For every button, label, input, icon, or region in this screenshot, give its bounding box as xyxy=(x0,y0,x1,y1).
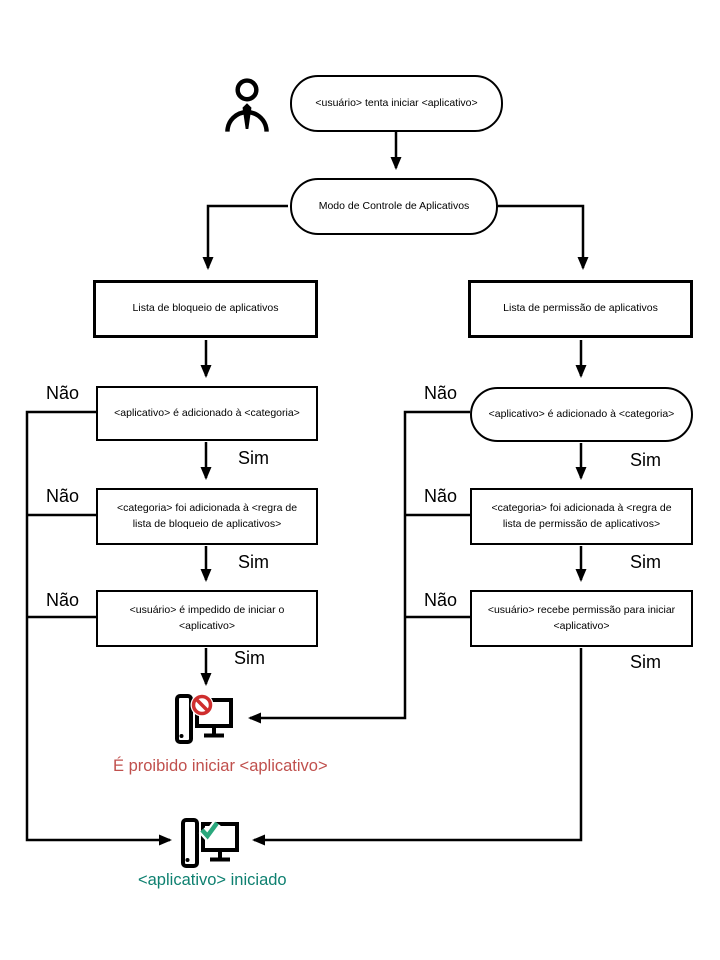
node-deny-app-in-category-label: <aplicativo> é adicionado à <categoria> xyxy=(114,406,300,419)
node-allow-app-in-category-label: <aplicativo> é adicionado à <categoria> xyxy=(488,407,675,420)
node-deny-category-in-rule-label: <categoria> foi adicionada à <regra de l… xyxy=(116,501,298,530)
node-deny-app-in-category: <aplicativo> é adicionado à <categoria> xyxy=(96,386,318,441)
blocked-outcome-label: É proibido iniciar <aplicativo> xyxy=(113,757,328,775)
edge-label-sim: Sim xyxy=(238,552,269,572)
edge-label-nao: Não xyxy=(46,383,80,403)
edge-label-nao: Não xyxy=(46,486,80,506)
edge-label-nao: Não xyxy=(424,486,458,506)
edge-label-nao: Não xyxy=(424,590,458,610)
edge-label-sim: Sim xyxy=(630,652,661,672)
node-deny-category-in-rule: <categoria> foi adicionada à <regra de l… xyxy=(96,488,318,545)
computer-check-icon xyxy=(178,816,242,874)
node-allow-app-in-category: <aplicativo> é adicionado à <categoria> xyxy=(470,387,693,442)
node-allowlist: Lista de permissão de aplicativos xyxy=(468,280,693,338)
computer-prohibited-icon xyxy=(172,692,236,750)
edge-label-sim: Sim xyxy=(630,552,661,572)
node-allow-category-in-rule: <categoria> foi adicionada à <regra de l… xyxy=(470,488,693,545)
started-outcome-label: <aplicativo> iniciado xyxy=(138,871,287,889)
node-start: <usuário> tenta iniciar <aplicativo> xyxy=(290,75,503,132)
node-control-mode-label: Modo de Controle de Aplicativos xyxy=(318,199,470,212)
node-allow-user-permitted-label: <usuário> recebe permissão para iniciar … xyxy=(487,603,676,632)
node-allow-user-permitted: <usuário> recebe permissão para iniciar … xyxy=(470,590,693,647)
node-deny-user-blocked: <usuário> é impedido de iniciar o <aplic… xyxy=(96,590,318,647)
node-control-mode: Modo de Controle de Aplicativos xyxy=(290,178,498,235)
node-denylist-label: Lista de bloqueio de aplicativos xyxy=(132,302,279,315)
node-start-label: <usuário> tenta iniciar <aplicativo> xyxy=(315,96,478,109)
edge-label-sim: Sim xyxy=(630,450,661,470)
node-denylist: Lista de bloqueio de aplicativos xyxy=(93,280,318,338)
edge-label-nao: Não xyxy=(46,590,80,610)
edge-label-nao: Não xyxy=(424,383,458,403)
node-deny-user-blocked-label: <usuário> é impedido de iniciar o <aplic… xyxy=(129,603,285,632)
node-allow-category-in-rule-label: <categoria> foi adicionada à <regra de l… xyxy=(491,501,672,530)
node-allowlist-label: Lista de permissão de aplicativos xyxy=(503,302,658,315)
person-icon xyxy=(223,76,271,134)
edge-label-sim: Sim xyxy=(234,648,265,668)
edge-label-sim: Sim xyxy=(238,448,269,468)
